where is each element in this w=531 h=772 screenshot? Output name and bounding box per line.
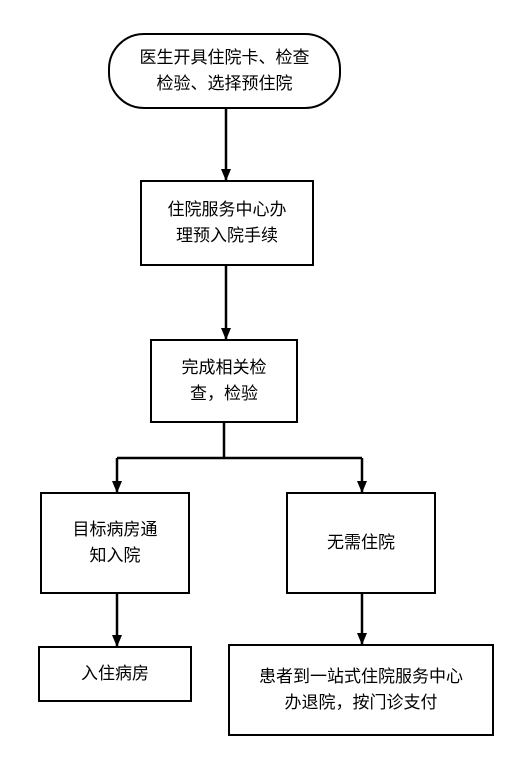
admit-node: 入住病房 [38, 646, 192, 702]
no-admission-label: 无需住院 [327, 533, 395, 553]
pre-admission-node: 住院服务中心办 理预入院手续 [140, 180, 314, 266]
checks-node: 完成相关检 查，检验 [150, 339, 298, 423]
ward-notify-label: 目标病房通 知入院 [72, 520, 158, 566]
discharge-label: 患者到一站式住院服务中心 办退院，按门诊支付 [259, 667, 463, 713]
pre-admission-label: 住院服务中心办 理预入院手续 [167, 200, 287, 246]
start-node: 医生开具住院卡、检查 检验、选择预住院 [108, 33, 341, 109]
checks-label: 完成相关检 查，检验 [181, 358, 267, 404]
start-node-label: 医生开具住院卡、检查 检验、选择预住院 [139, 48, 310, 94]
no-admission-node: 无需住院 [286, 492, 436, 594]
admit-label: 入住病房 [81, 664, 149, 684]
discharge-node: 患者到一站式住院服务中心 办退院，按门诊支付 [228, 644, 494, 736]
ward-notify-node: 目标病房通 知入院 [40, 492, 190, 594]
